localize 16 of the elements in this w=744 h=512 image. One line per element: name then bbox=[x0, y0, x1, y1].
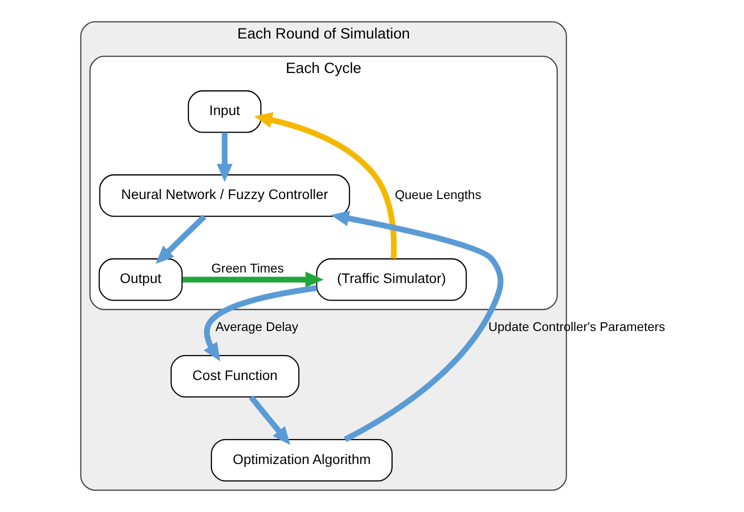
arrow bbox=[216, 132, 232, 182]
arrow bbox=[203, 285, 317, 362]
node-box: Optimization Algorithm bbox=[210, 438, 392, 482]
node-box: Cost Function bbox=[170, 354, 299, 398]
node-box: (Traffic Simulator) bbox=[316, 258, 466, 301]
edge-label: Queue Lengths bbox=[394, 188, 481, 202]
arrow bbox=[182, 272, 324, 288]
arrow bbox=[248, 395, 290, 446]
arrow bbox=[254, 112, 396, 259]
node-box: Neural Network / Fuzzy Controller bbox=[98, 174, 350, 217]
arrow bbox=[330, 210, 503, 442]
node-box: Output bbox=[98, 258, 182, 301]
edge-label: Green Times bbox=[210, 261, 284, 276]
arrow bbox=[155, 214, 206, 264]
edge-label: Average Delay bbox=[214, 320, 298, 334]
node-box: Input bbox=[187, 90, 261, 133]
